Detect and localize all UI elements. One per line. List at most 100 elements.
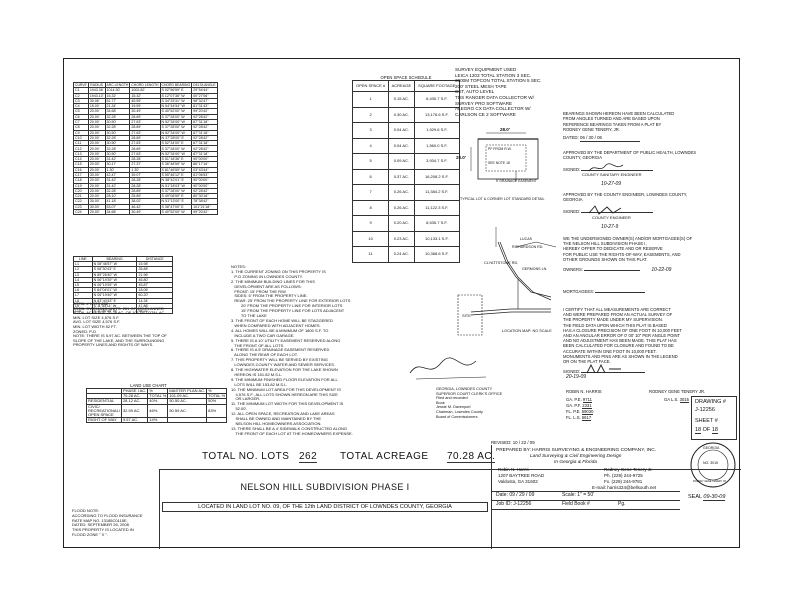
info-job-label: Job ID: — [496, 501, 512, 507]
open-space-cell: 10 — [351, 230, 390, 247]
line-table-cell: S 11°50'34" W — [91, 308, 138, 315]
open-space-cell: 10,368.6 S.F. — [413, 246, 461, 263]
registration-number: 59030 — [581, 409, 594, 415]
note-line: HEREON IS 151.82 M.S.L. — [231, 371, 283, 377]
surveyor-sign-date: 20-19-09 — [566, 374, 587, 380]
bearings-note-line: BEARINGS SHOWN HEREON HAVE BEEN CALCULAT… — [563, 111, 675, 116]
seal-bottom-label: SEAL — [688, 494, 702, 500]
owners-row: OWNERS: 10-22-09 — [563, 267, 671, 273]
clerk-stamp-line: Jessie M. Davenport — [436, 405, 471, 410]
health-sign-date: 10-27-09 — [601, 181, 622, 187]
open-space-cell: 0.04 AC. — [388, 122, 415, 139]
seal-bottom: SEAL 09-30-09 — [688, 494, 726, 501]
registration-type: GA. P.F. — [566, 403, 582, 408]
engineer-signed-row: SIGNED: — [563, 205, 654, 215]
clerk-stamp-line: Board of Commissioners — [436, 414, 478, 419]
note-line: 5. THERE IS A 10' UTILITY EASEMENT RESER… — [231, 337, 341, 343]
site-stat-line: MIN. LOT WIDTH 52 FT. — [73, 323, 117, 329]
bearings-note-line: FROM ANGLES TURNED AND ARE BASED UPON — [563, 116, 660, 122]
note-line: 15' FROM THE PROPERTY LINE FOR LOTS ADJA… — [231, 308, 345, 314]
totals-row: TOTAL NO. LOTS 262 TOTAL ACREAGE 70.28 A… — [202, 449, 502, 465]
location-map: LUCAS RICHARDSON RD. CLYATTSTONE RD. GER… — [456, 217, 558, 347]
surveyor-seal: GEORGIA NO. 3015 RODNEY GENE TENERY JR — [689, 441, 737, 491]
lot-label-pf: PF FROM R.W. — [488, 147, 512, 151]
registration-row: FL. L.S. 5617 — [566, 415, 593, 421]
info-scale-value: 1" = 50' — [577, 492, 595, 498]
survey-equipment-line: 3000M TOPCON TOTAL STATION 5 SEC. — [455, 78, 542, 84]
firm-prepared-by: PREPARED BY: HARRIS SURVEYING & ENGINEER… — [496, 448, 657, 453]
open-space-cell: 0.37 AC. — [388, 168, 415, 185]
curve-table-header: DELTA ANGLE — [191, 81, 218, 89]
site-stat-line: PROPERTY LINES AND RIGHTS OF WAYS. — [73, 342, 154, 348]
surveyor-cert-line: AND AN ANGULAR ERROR OF 0' 00' 10" PER A… — [563, 333, 681, 339]
clerk-stamp-line: SUPERIOR COURT CLERK'S OFFICE — [436, 391, 503, 396]
title-block: NELSON HILL SUBDIVISION PHASE I LOCATED … — [160, 470, 490, 548]
clerk-stamp-line: Chairman, Lowndes County — [436, 409, 483, 414]
owner-cert-line: FOR PUBLIC USE THE RIGHTS-OF-WAY, EASEME… — [563, 251, 681, 257]
land-use-cell: 50.59 AC. — [167, 403, 208, 419]
note-line: 4,576 S.F., ALL LOTS SHOWN HEREON ARE TH… — [231, 391, 338, 397]
note-line: LOTS WILL BE 153.82 M.S.L. — [231, 381, 288, 387]
line-table-cell: N 06°19'39" W — [91, 276, 138, 284]
surveyor-cert-line: ACCURATE WITHIN ONE FOOT IN 10,000 FEET. — [563, 348, 657, 354]
line-table-cell: N 08°46'57" W — [91, 261, 138, 268]
surveyor-cert-line: HAS A CLOSURE PRECISION OF ONE FOOT IN 1… — [563, 327, 682, 333]
owners-label: OWNERS: — [563, 267, 584, 272]
open-space-cell: 13,176.6 S.F. — [413, 106, 461, 123]
plat-notes: NOTES:1. THE CURRENT ZONING ON THIS PROP… — [231, 264, 353, 437]
land-use-cell: TOTAL % — [206, 393, 228, 400]
note-line: THE FRONT OF ALL LOTS. — [231, 342, 285, 348]
open-space-cell: 3,934.7 S.F. — [413, 153, 461, 170]
open-space-cell: 11,384.2 S.F. — [413, 184, 461, 201]
land-use-table: PHASE I AC.%MASTER PLAN AC.%70.28 AC.TOT… — [86, 387, 228, 424]
firm-line2: Land Surveying & Civil Engineering Desig… — [530, 454, 622, 459]
site-stat-line: SLOPE OF THE LAKE, AND THE SURROUNDING — [73, 337, 165, 343]
registration-row: FL. P.E. 59030 — [566, 409, 594, 415]
dated-value: 06 / 30 / 06 — [580, 135, 641, 142]
line-table-header: BEARING — [91, 255, 138, 263]
note-line: 3. THE FRONT OF EACH HOME WILL BE STAGGE… — [231, 317, 333, 323]
health-signed-label: SIGNED: — [563, 167, 581, 172]
registration-number: 9711 — [582, 397, 592, 403]
land-use-cell: 83% — [206, 403, 228, 419]
info-scale: Scale: 1" = 50' — [562, 493, 594, 498]
info-page: Pg. — [618, 502, 626, 507]
registration-type: FL. P.E. — [566, 409, 581, 414]
owner-certificate: WE THE UNDERSIGNED OWNER(S) AND/OR MORTG… — [563, 236, 692, 262]
open-space-cell: 5 — [351, 153, 390, 170]
open-space-cell: 0.15 AC. — [388, 91, 415, 108]
open-space-cell: 0.23 AC. — [388, 230, 415, 247]
open-space-cell: 6,430.7 S.F. — [413, 91, 461, 108]
line-table-cell: N 83°40'43" E — [91, 297, 138, 304]
seal-state: GEORGIA — [703, 446, 720, 450]
surveyor-cert-line: I CERTIFY THAT ALL MEASUREMENTS ARE CORR… — [563, 307, 671, 312]
curve-table-header: ARC LENGTH — [104, 81, 131, 89]
curve-table-cell: 34.68' — [104, 209, 131, 216]
flood-note-line: FLOOD ZONE " X ". — [72, 531, 108, 537]
land-use-cell: 28.12 AC. — [120, 398, 149, 405]
bearings-note: BEARINGS SHOWN HEREON HAVE BEEN CALCULAT… — [563, 111, 674, 132]
sheet-number: 18 — [695, 427, 702, 434]
health-signer-title: COUNTY SANITARY ENGINEER — [582, 172, 642, 177]
curve-table-cell: 1943.10' — [87, 92, 106, 99]
surveyor-right-name: RODNEY GENE TENERY JR. — [649, 389, 706, 394]
health-approval-text: APPROVED BY THE DEPARTMENT OF PUBLIC HEA… — [563, 150, 697, 160]
note-line: SHALL BE OWNED AND MAINTAINED BY THE — [231, 416, 322, 422]
land-use-cell: CIVIC/ RECREATIONAL/ OPEN SPACE — [86, 403, 122, 419]
engineer-signature — [589, 205, 622, 215]
registration-row: GA. P.F. 2331 — [566, 403, 593, 409]
